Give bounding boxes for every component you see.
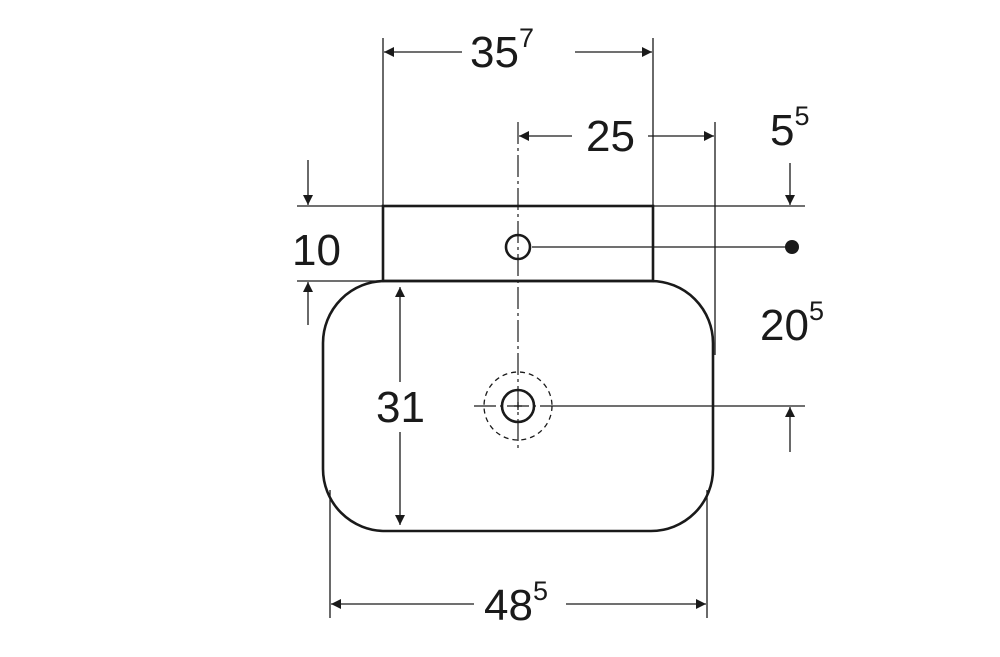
extension-lines [297,38,805,618]
dim-overall-width: 485 [331,576,706,630]
tap-reference-dot [785,240,799,254]
dim-tap-to-drain: 205 [760,296,824,452]
label-ledge-depth: 10 [292,226,341,275]
dim-tap-to-edge: 25 [519,112,714,161]
label-bowl-depth: 31 [376,383,425,432]
label-tap-to-drain: 205 [760,296,824,350]
dim-top-ledge-width: 357 [384,23,652,77]
label-tap-to-edge: 25 [586,112,635,161]
dim-ledge-depth: 10 [292,160,341,325]
label-overall-width: 485 [484,576,548,630]
dim-bowl-depth: 31 [376,287,425,525]
label-ledge-offset: 55 [770,101,810,155]
dim-ledge-offset: 55 [770,101,810,205]
label-top-ledge-width: 357 [470,23,534,77]
